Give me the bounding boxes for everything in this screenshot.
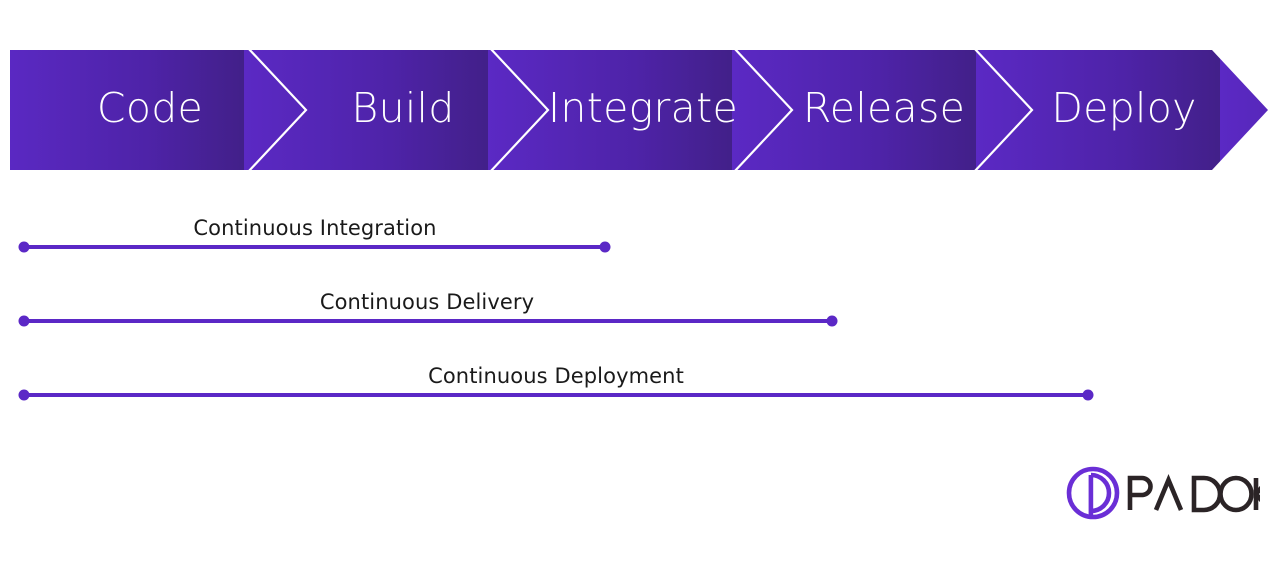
- flow-end-dot-continuous-integration: [599, 241, 611, 253]
- padok-logo: [1064, 462, 1272, 524]
- flow-label-continuous-integration: Continuous Integration: [193, 216, 437, 240]
- flow-label-continuous-deployment: Continuous Deployment: [428, 364, 684, 388]
- flow-start-dot-continuous-integration: [18, 241, 30, 253]
- padok-wordmark: [1127, 474, 1272, 513]
- separator-chevron-3: [733, 50, 794, 170]
- flow-track-continuous-integration: [24, 245, 605, 249]
- stage-label-code: Code: [97, 84, 203, 132]
- banner-body: [10, 50, 1268, 170]
- flow-end-dot-continuous-delivery: [826, 315, 838, 327]
- stage-label-release: Release: [803, 84, 965, 132]
- padok-circle-mark: [1066, 466, 1120, 520]
- pipeline-banner-svg: Code Build Integrate Release Deploy: [10, 50, 1268, 170]
- flow-start-dot-continuous-deployment: [18, 389, 30, 401]
- padok-logo-svg: [1066, 466, 1272, 520]
- separator-chevron-2: [489, 50, 550, 170]
- flow-label-continuous-delivery: Continuous Delivery: [319, 290, 535, 314]
- flow-end-dot-continuous-deployment: [1082, 389, 1094, 401]
- stage-labels: Code Build Integrate Release Deploy: [97, 84, 1196, 132]
- stage-separators: [247, 50, 1034, 170]
- stage-label-build: Build: [351, 84, 454, 132]
- separator-chevron-4: [973, 50, 1034, 170]
- stage-label-integrate: Integrate: [548, 84, 738, 132]
- stage-label-deploy: Deploy: [1051, 84, 1196, 132]
- flow-track-continuous-delivery: [24, 319, 832, 323]
- flow-track-continuous-deployment: [24, 393, 1088, 397]
- pipeline-banner: Code Build Integrate Release Deploy: [0, 48, 1280, 172]
- separator-chevron-1: [247, 50, 308, 170]
- flow-start-dot-continuous-delivery: [18, 315, 30, 327]
